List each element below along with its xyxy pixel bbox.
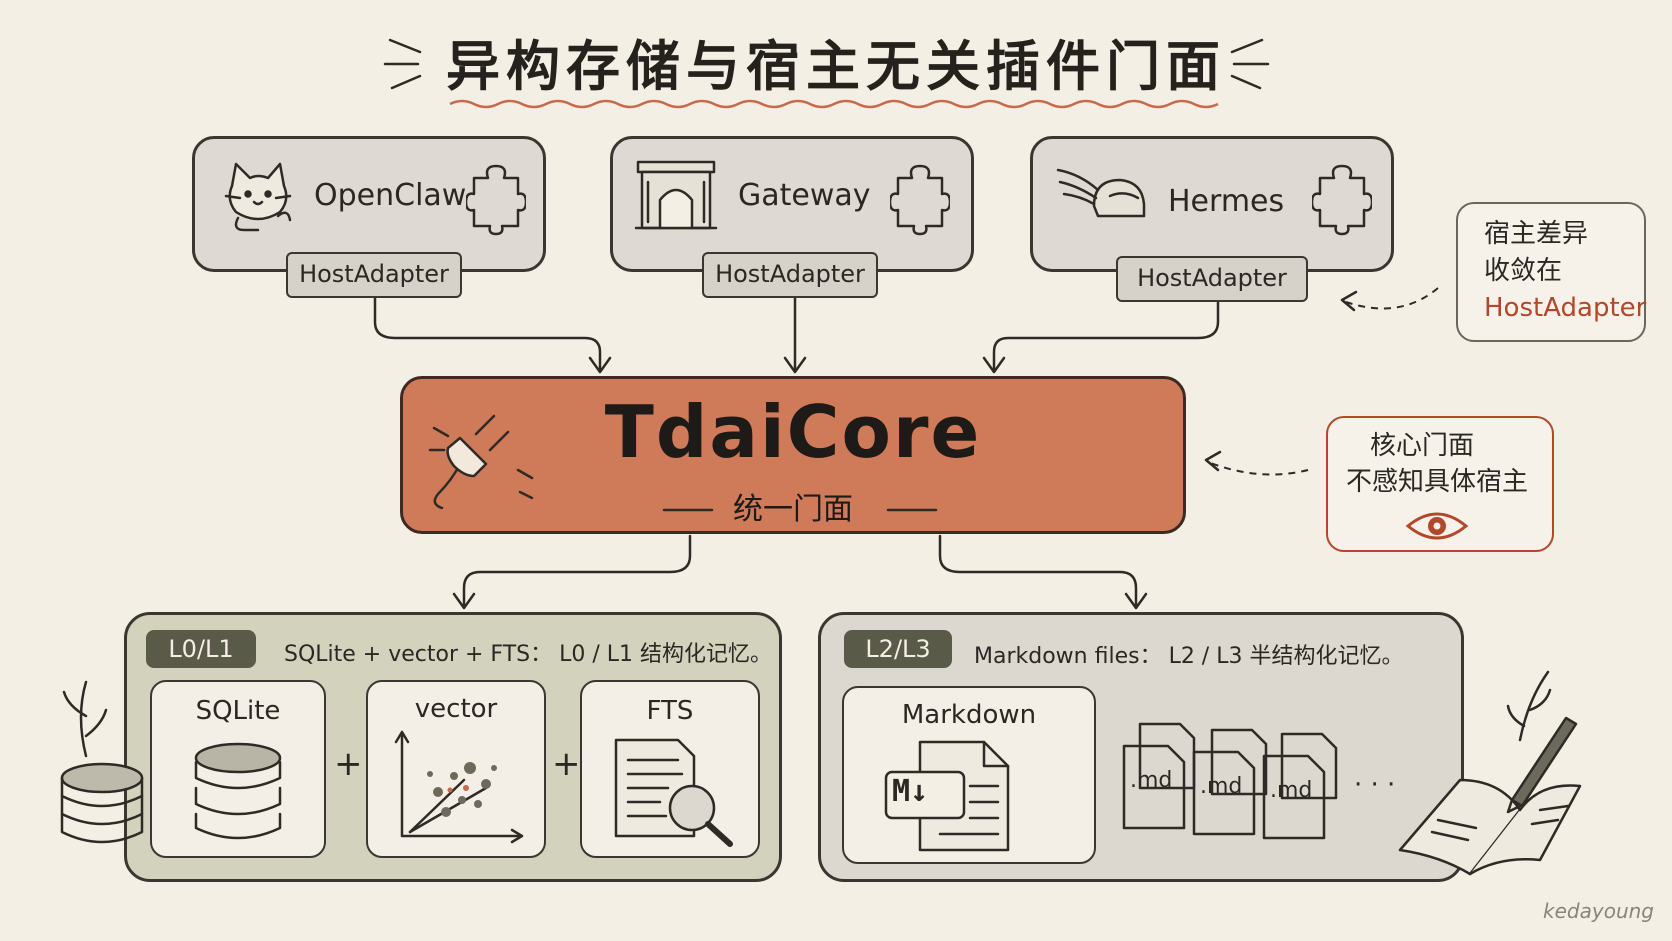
layer-badge-l2-l3: L2/L3 bbox=[844, 630, 952, 668]
adapter-note-line1: 宿主差异 bbox=[1484, 219, 1589, 249]
markdown-label: Markdown bbox=[901, 700, 1037, 730]
core-subtitle: 统一门面 bbox=[733, 492, 853, 527]
more-files-ellipsis: · · · bbox=[1354, 770, 1396, 800]
vector-box bbox=[366, 680, 546, 858]
page-title: 异构存储与宿主无关插件门面 bbox=[446, 35, 1226, 98]
core-note-line1: 核心门面 bbox=[1370, 431, 1475, 461]
puzzle-piece-icon bbox=[1312, 164, 1372, 236]
structured-storage-caption: SQLite + vector + FTS： L0 / L1 结构化记忆。 bbox=[284, 642, 772, 667]
winged-helmet-icon bbox=[1056, 168, 1146, 218]
core-facade-box bbox=[400, 376, 1186, 534]
host-name-openclaw: OpenClaw bbox=[314, 178, 467, 213]
host-adapter-tag-gateway: HostAdapter bbox=[702, 252, 878, 298]
plug-icon bbox=[428, 414, 534, 510]
vector-label: vector bbox=[414, 694, 498, 724]
fts-label: FTS bbox=[646, 696, 694, 726]
layer-badge-l0-l1: L0/L1 bbox=[146, 630, 256, 668]
plus-sign: + bbox=[552, 744, 581, 784]
eye-icon bbox=[1405, 512, 1469, 540]
cat-icon bbox=[224, 162, 292, 232]
adapter-to-core-arrows bbox=[373, 296, 1220, 374]
sqlite-label: SQLite bbox=[195, 696, 281, 726]
md-file-label: .md bbox=[1270, 778, 1313, 803]
database-icon bbox=[194, 742, 282, 840]
note-arrowheads bbox=[1204, 290, 1358, 472]
title-left-marks bbox=[383, 38, 422, 90]
adapter-note-highlight: HostAdapter bbox=[1484, 293, 1647, 323]
host-adapter-tag-openclaw: HostAdapter bbox=[286, 252, 462, 298]
adapter-note bbox=[1456, 202, 1646, 342]
core-subtitle-dashes bbox=[662, 508, 938, 512]
host-box-hermes bbox=[1030, 136, 1394, 272]
host-name-hermes: Hermes bbox=[1168, 184, 1285, 219]
title-right-marks bbox=[1230, 38, 1270, 90]
core-to-panel-arrows bbox=[452, 534, 1148, 610]
vector-scatter-icon bbox=[394, 730, 524, 844]
author-signature: kedayoung bbox=[1543, 899, 1654, 923]
semi-structured-storage-caption: Markdown files： L2 / L3 半结构化记忆。 bbox=[974, 644, 1404, 669]
md-file-label: .md bbox=[1130, 768, 1173, 793]
puzzle-piece-icon bbox=[466, 164, 526, 236]
md-file-stack-icons bbox=[1122, 722, 1338, 840]
open-book-pen-decoration bbox=[1398, 670, 1582, 876]
markdown-document-icon bbox=[884, 740, 1010, 852]
title-underline bbox=[449, 99, 1219, 109]
core-note-line2: 不感知具体宿主 bbox=[1346, 467, 1529, 497]
gateway-arch-icon bbox=[634, 160, 718, 230]
core-title: TdaiCore bbox=[604, 390, 982, 474]
database-plant-decoration bbox=[60, 680, 144, 844]
host-name-gateway: Gateway bbox=[738, 178, 871, 213]
plus-sign: + bbox=[334, 744, 363, 784]
md-file-label: .md bbox=[1200, 774, 1243, 799]
document-search-icon bbox=[614, 738, 733, 847]
puzzle-piece-icon bbox=[890, 164, 950, 236]
adapter-note-line2: 收敛在 bbox=[1484, 256, 1563, 286]
markdown-logo-text: M↓ bbox=[892, 774, 929, 809]
host-adapter-tag-hermes: HostAdapter bbox=[1116, 256, 1308, 302]
